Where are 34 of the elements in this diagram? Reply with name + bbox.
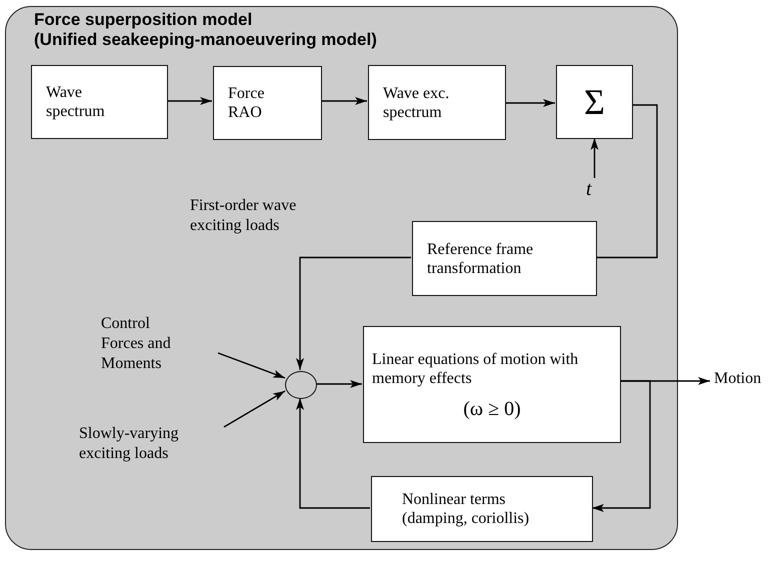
frequency-condition: (ω ≥ 0) xyxy=(463,400,521,419)
box-text: Wave exc. spectrum xyxy=(383,84,450,122)
process-box xyxy=(363,326,621,443)
connector-arrow xyxy=(296,398,370,509)
connector-arrow xyxy=(505,99,555,107)
connector-arrow xyxy=(316,380,362,388)
panel-title: (Unified seakeeping-manoeuvering model) xyxy=(34,30,377,50)
summation-box xyxy=(556,65,633,139)
process-box xyxy=(213,66,322,140)
panel-title: Force superposition model xyxy=(34,10,252,30)
box-text: Reference frame transformation xyxy=(427,240,534,278)
connector-arrow xyxy=(224,390,286,428)
connector-arrow xyxy=(592,380,651,512)
input-label: Slowly-varying exciting loads xyxy=(79,424,229,464)
model-panel xyxy=(5,6,678,550)
sigma-symbol: Σ xyxy=(584,82,605,122)
process-box xyxy=(31,65,168,139)
summing-junction xyxy=(285,371,317,399)
box-text: Force RAO xyxy=(228,84,266,122)
box-text: Nonlinear terms (damping, coriollis) xyxy=(402,490,530,528)
connector-arrow xyxy=(218,352,286,379)
connector-arrow xyxy=(590,138,598,178)
edge-label: First-order wave exciting loads xyxy=(190,196,298,236)
time-label: t xyxy=(586,179,604,199)
connector-arrow xyxy=(321,97,367,105)
connector-arrow xyxy=(167,97,212,105)
process-box xyxy=(371,476,593,542)
box-text: Wave spectrum xyxy=(46,83,106,121)
process-box xyxy=(368,65,506,140)
box-text: Linear equations of motion with memory effects xyxy=(372,350,580,388)
input-label: Motion xyxy=(714,369,768,389)
process-box xyxy=(412,221,597,296)
connector-arrow xyxy=(296,256,411,370)
input-label: Control Forces and Moments xyxy=(101,314,193,374)
